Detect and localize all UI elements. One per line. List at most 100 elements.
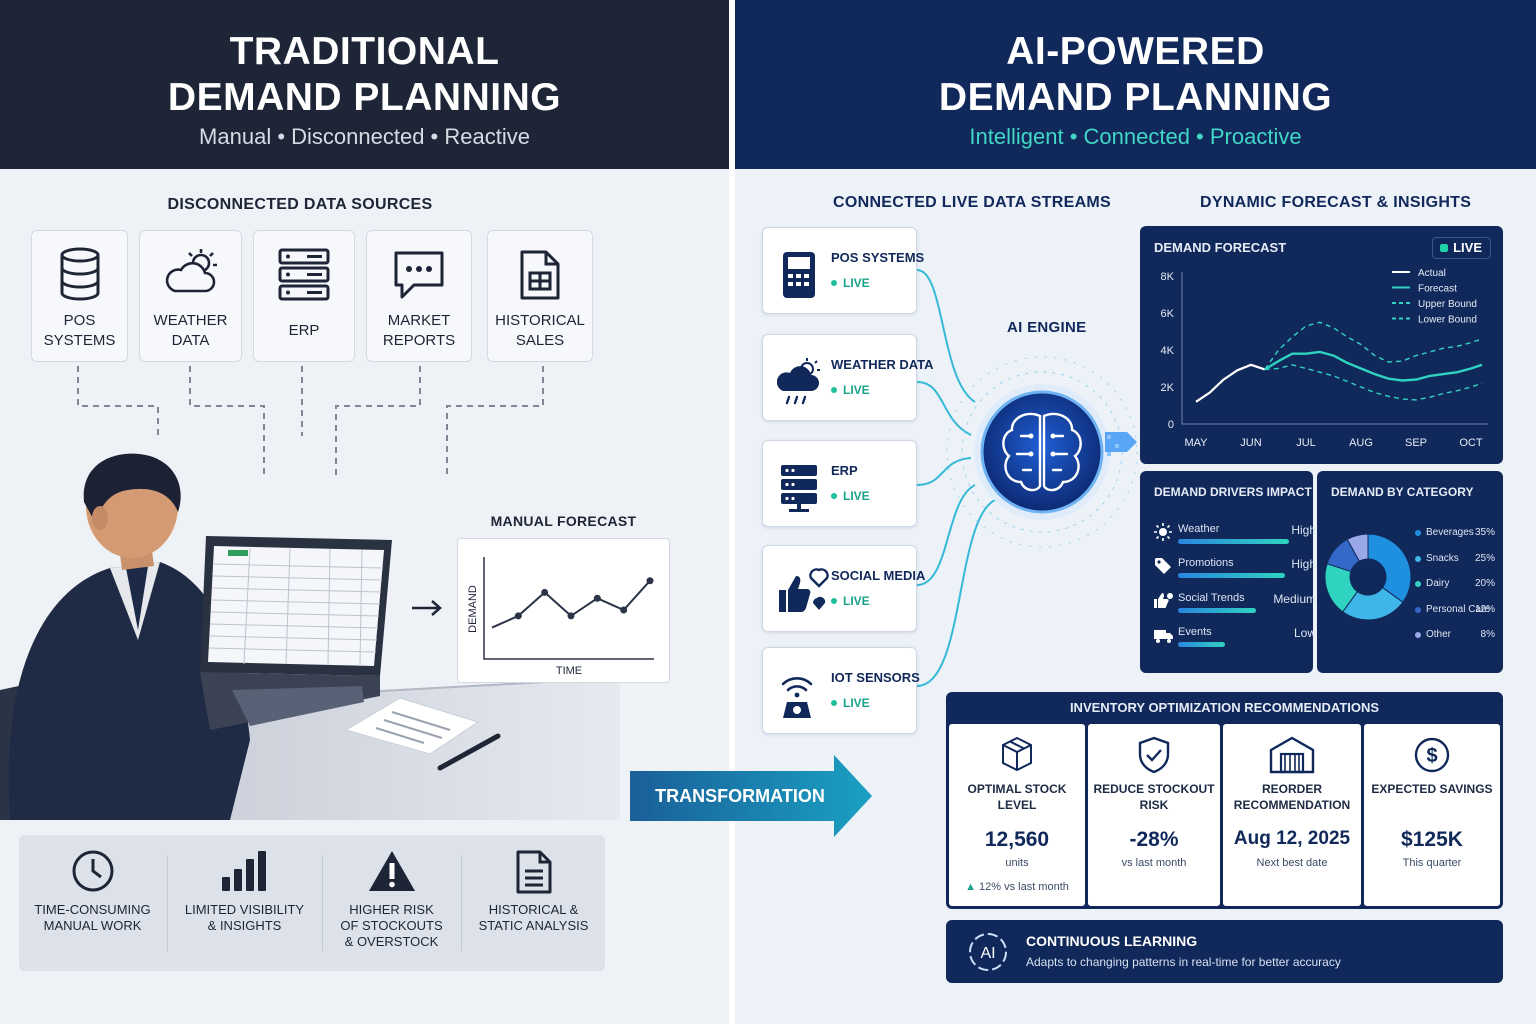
source-label-line2: SALES: [515, 332, 565, 349]
inventory-recommendations-panel: INVENTORY OPTIMIZATION RECOMMENDATIONS O…: [946, 692, 1503, 909]
person-laptop-illustration: [0, 453, 620, 820]
manual-forecast-point: [514, 612, 522, 620]
driver-impact-bar: [1178, 608, 1256, 613]
arrow-right-icon: [630, 755, 872, 837]
stream-live-badge: LIVE: [831, 489, 870, 503]
series-line-lower-bound: [1264, 364, 1483, 401]
issue-higher-risk: HIGHER RISK OF STOCKOUTS & OVERSTOCK: [323, 835, 460, 971]
ai-chip-icon: AI: [969, 933, 1007, 971]
manual-forecast-xlabel: TIME: [556, 665, 582, 677]
stream-social-media: SOCIAL MEDIA LIVE: [762, 545, 925, 632]
issue-label-line2: OF STOCKOUTS: [340, 918, 443, 933]
x-tick-label: SEP: [1405, 437, 1427, 449]
stream-name: IOT SENSORS: [831, 670, 920, 685]
rec-label-line2: RISK: [1139, 798, 1169, 812]
transformation-arrow: TRANSFORMATION: [630, 755, 872, 837]
rec-note: Next best date: [1256, 857, 1328, 869]
legend-label: Upper Bound: [1418, 299, 1477, 310]
driver-level: High: [1291, 557, 1316, 571]
issue-label-line2: MANUAL WORK: [43, 918, 142, 933]
traditional-issues-bar: TIME-CONSUMING MANUAL WORK LIMITED VISIB…: [19, 835, 605, 971]
legend-label: Actual: [1418, 268, 1446, 279]
donut-slice-other: [1346, 533, 1369, 562]
rec-change-text: 12% vs last month: [979, 881, 1069, 893]
rec-card-expected-savings: $ EXPECTED SAVINGS $125K This quarter: [1364, 724, 1500, 906]
issue-label-line1: HISTORICAL &: [488, 902, 579, 917]
demand-category-title: DEMAND BY CATEGORY: [1331, 485, 1474, 499]
driver-name: Promotions: [1178, 557, 1234, 569]
legend-label: Lower Bound: [1418, 315, 1477, 326]
y-tick-label: 8K: [1161, 271, 1175, 283]
ai-title-line1: AI-POWERED: [1006, 30, 1265, 73]
manual-forecast-ylabel: DEMAND: [467, 585, 479, 633]
y-tick-label: 0: [1168, 419, 1174, 431]
rec-note: units: [1005, 857, 1029, 869]
stream-live-badge: LIVE: [831, 594, 870, 608]
stream-name: ERP: [831, 463, 858, 478]
rec-label-line1: REORDER: [1261, 782, 1322, 796]
legend-dot: [1415, 606, 1421, 613]
tag-icon: [1155, 558, 1171, 574]
source-card-pos: POS SYSTEMS: [31, 230, 128, 362]
database-icon: [60, 247, 99, 301]
learning-text: Adapts to changing patterns in real-time…: [1026, 955, 1341, 969]
legend-label: Forecast: [1418, 284, 1457, 295]
x-tick-label: JUN: [1240, 437, 1261, 449]
rec-value: 12,560: [984, 828, 1050, 851]
rec-label-line1: OPTIMAL STOCK: [967, 782, 1067, 796]
source-label-line2: DATA: [171, 332, 210, 349]
document-icon: [520, 250, 560, 300]
series-line-upper-bound: [1264, 321, 1483, 370]
legend-dot: [1415, 581, 1421, 587]
traditional-header: TRADITIONAL DEMAND PLANNING Manual • Dis…: [0, 0, 729, 169]
issue-limited-visibility: LIMITED VISIBILITY & INSIGHTS: [168, 835, 321, 971]
donut-slice-beverages: [1367, 533, 1412, 603]
arrow-right-icon: [412, 600, 442, 616]
category-name: Snacks: [1426, 552, 1459, 564]
server-icon: [278, 248, 330, 301]
category-share: 25%: [1474, 552, 1495, 564]
rec-value: Aug 12, 2025: [1233, 828, 1351, 849]
driver-impact-bar: [1178, 539, 1289, 544]
category-share: 35%: [1474, 527, 1495, 538]
streams-title: CONNECTED LIVE DATA STREAMS: [833, 194, 1112, 211]
demand-forecast-title: DEMAND FORECAST: [1154, 240, 1287, 255]
driver-impact-bar: [1178, 642, 1225, 647]
legend-dot: [1415, 632, 1421, 638]
driver-name: Social Trends: [1178, 592, 1245, 604]
live-badge: LIVE: [1432, 237, 1491, 259]
thumbs-up-icon: [1154, 593, 1173, 608]
rec-value: -28%: [1129, 828, 1179, 851]
arrow-up-icon: ▲: [965, 881, 976, 893]
traditional-panel: TRADITIONAL DEMAND PLANNING Manual • Dis…: [0, 0, 729, 1024]
thumbs-up-icon: [779, 568, 829, 612]
stream-pos-systems: POS SYSTEMS LIVE: [762, 227, 924, 314]
insights-title: DYNAMIC FORECAST & INSIGHTS: [1200, 194, 1472, 211]
manual-forecast-point: [541, 588, 549, 596]
rec-label-line2: RECOMMENDATION: [1233, 798, 1351, 812]
demand-drivers-title: DEMAND DRIVERS IMPACT: [1154, 485, 1312, 499]
category-share: 20%: [1474, 578, 1495, 589]
source-card-historical: HISTORICAL SALES: [487, 230, 593, 362]
source-card-market: MARKET REPORTS: [366, 230, 472, 362]
stream-name: POS SYSTEMS: [831, 250, 925, 265]
y-tick-label: 4K: [1161, 345, 1175, 357]
manual-forecast-point: [567, 612, 575, 620]
shield-check-icon: [1138, 736, 1170, 774]
issue-label-line2: STATIC ANALYSIS: [478, 918, 589, 933]
category-name: Beverages: [1426, 527, 1474, 538]
legend-dot: [1415, 555, 1421, 562]
rec-label-line2: LEVEL: [997, 798, 1037, 812]
rec-label-line1: REDUCE STOCKOUT: [1093, 782, 1215, 796]
source-label-line1: POS: [63, 312, 96, 329]
traditional-subtitle: Manual • Disconnected • Reactive: [199, 124, 530, 149]
rec-change: ▲ 12% vs last month: [949, 881, 1085, 893]
forecast-axes: [1181, 272, 1488, 425]
warehouse-icon: [1269, 736, 1315, 774]
rec-note: This quarter: [1402, 857, 1462, 869]
